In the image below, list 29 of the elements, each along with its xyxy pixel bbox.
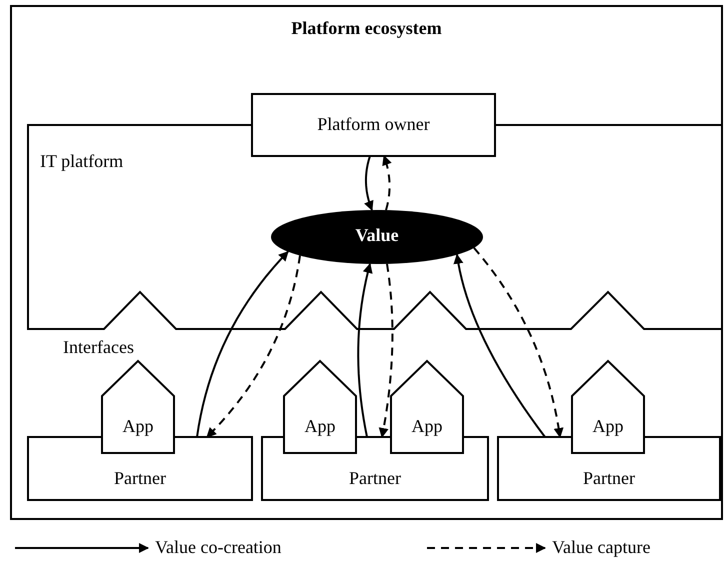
node-label: App [592,417,624,437]
node-label: App [304,417,336,437]
node-label: Partner [348,469,402,489]
node-label: Platform owner [316,115,431,135]
value-ellipse [271,210,483,264]
legend-label: Value capture [552,538,650,558]
arrow [473,247,564,438]
owner-box [252,94,495,156]
node-label: App [410,417,444,437]
arrow [206,255,301,438]
interfaces-label: Interfaces [63,338,134,358]
node-label: Partner [582,469,636,489]
node-label: Value [354,226,400,246]
arrow [453,254,546,438]
node-label: Partner [113,469,167,489]
app-house [572,361,644,453]
app-house [102,361,174,453]
legend-label: Value co-creation [155,538,282,558]
app-house [391,361,463,453]
arrow [378,264,394,438]
app-house [284,361,356,453]
ecosystem-frame [10,5,723,520]
node-label: App [122,417,154,437]
arrow [196,250,289,438]
node-label: Platform ecosystem [290,19,443,39]
platform-label: IT platform [40,152,124,172]
arrow [382,155,392,210]
arrow [357,262,373,438]
arrow [364,156,374,211]
